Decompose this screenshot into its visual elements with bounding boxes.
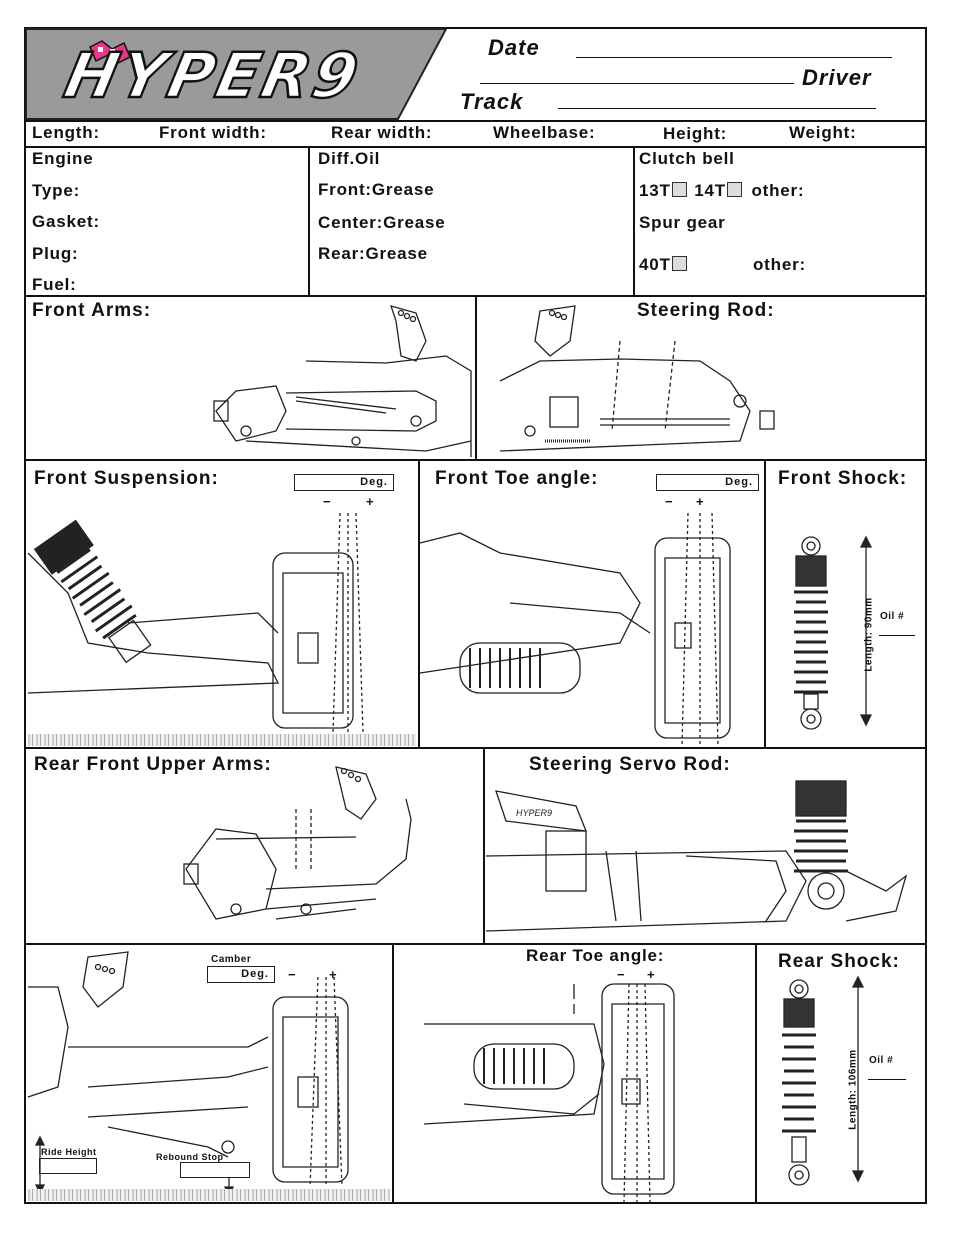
- rear-shock-length-label: Length: 106mm: [847, 1049, 859, 1130]
- rear-shock-title: Rear Shock:: [778, 951, 900, 972]
- front-arms-title: Front Arms:: [32, 300, 152, 321]
- logo-text: HYPER9: [57, 38, 368, 114]
- svg-text:HYPER9: HYPER9: [516, 808, 552, 818]
- front-shock-oil-field[interactable]: [879, 635, 915, 636]
- rear-width-label: Rear width:: [331, 123, 433, 142]
- track-field[interactable]: [558, 108, 876, 109]
- deg-label: Deg.: [725, 476, 753, 488]
- ground-strip: [28, 734, 416, 746]
- rear-shock-length-arrow: [851, 975, 865, 1183]
- rear-suspension-drawing: [27, 951, 349, 1188]
- rear-shock-oil-field[interactable]: [868, 1079, 906, 1080]
- clutch-14t-label: 14T: [694, 181, 726, 200]
- front-width-label: Front width:: [159, 123, 267, 142]
- rear-shock-oil-label: Oil #: [869, 1055, 894, 1066]
- weight-label: Weight:: [789, 123, 857, 142]
- front-toe-title: Front Toe angle:: [435, 468, 599, 489]
- rear-front-upper-arms-title: Rear Front Upper Arms:: [34, 754, 272, 775]
- date-label: Date: [488, 35, 540, 60]
- engine-plug: Plug:: [32, 244, 79, 263]
- camber-label: Camber: [211, 954, 252, 965]
- plus-icon: +: [329, 967, 338, 982]
- wheelbase-label: Wheelbase:: [493, 123, 596, 142]
- track-label: Track: [460, 89, 524, 114]
- driver-label: Driver: [802, 65, 872, 90]
- clutch-other-label: other:: [751, 181, 805, 200]
- ground-strip: [28, 1189, 390, 1201]
- minus-icon: −: [665, 494, 674, 509]
- clutch-13t-label: 13T: [639, 181, 671, 200]
- front-suspension-title: Front Suspension:: [34, 468, 219, 489]
- spur-options: 40T: [639, 255, 687, 275]
- rebound-stop-label: Rebound Stop: [156, 1152, 224, 1162]
- plus-icon: +: [647, 967, 656, 982]
- front-toe-deg-box[interactable]: Deg.: [656, 474, 759, 491]
- clutch-title: Clutch bell: [639, 149, 735, 168]
- spur-40t-checkbox[interactable]: [671, 256, 687, 271]
- plus-icon: +: [366, 494, 375, 509]
- height-label: Height:: [663, 124, 728, 143]
- steering-rod-title: Steering Rod:: [637, 300, 775, 321]
- minus-icon: −: [288, 967, 297, 982]
- spur-other-label: other:: [753, 255, 806, 274]
- length-label: Length:: [32, 123, 100, 142]
- spur-40t-label: 40T: [639, 255, 671, 274]
- engine-fuel: Fuel:: [32, 275, 77, 294]
- steering-servo-rod-title: Steering Servo Rod:: [529, 754, 731, 775]
- spur-title: Spur gear: [639, 213, 726, 232]
- minus-icon: −: [323, 494, 332, 509]
- rear-shock-drawing: [782, 979, 816, 1186]
- rear-toe-drawing: [423, 983, 675, 1203]
- rebound-stop-field[interactable]: [180, 1162, 250, 1178]
- rear-toe-title: Rear Toe angle:: [526, 946, 665, 965]
- plus-icon: +: [696, 494, 705, 509]
- front-shock-length-arrow: [859, 535, 873, 727]
- clutch-options: 13T 14T other:: [639, 181, 804, 201]
- front-suspension-deg-box[interactable]: Deg.: [294, 474, 394, 491]
- engine-gasket: Gasket:: [32, 212, 100, 231]
- diff-rear: Rear:Grease: [318, 244, 428, 263]
- rear-upper-arms-drawing: [183, 766, 412, 920]
- clutch-14t-checkbox[interactable]: [726, 182, 742, 197]
- steering-servo-drawing: HYPER9: [485, 780, 908, 932]
- front-shock-drawing: [794, 536, 828, 730]
- ride-height-label: Ride Height: [41, 1147, 97, 1157]
- date-field[interactable]: [576, 57, 892, 58]
- diff-front: Front:Grease: [318, 180, 435, 199]
- deg-label: Deg.: [241, 968, 269, 980]
- front-toe-drawing: [419, 512, 731, 746]
- diff-center: Center:Grease: [318, 213, 446, 232]
- deg-label: Deg.: [360, 476, 388, 488]
- driver-field[interactable]: [480, 83, 794, 84]
- steering-rod-drawing: [499, 305, 775, 452]
- diff-title: Diff.Oil: [318, 149, 381, 168]
- engine-title: Engine: [32, 149, 94, 168]
- front-shock-oil-label: Oil #: [880, 611, 905, 622]
- front-arms-drawing: [213, 305, 472, 457]
- ride-height-field[interactable]: [39, 1158, 97, 1174]
- setup-sheet: HYPER9 Date Driver Track Length: Front w…: [24, 27, 927, 1204]
- clutch-13t-checkbox[interactable]: [671, 182, 687, 197]
- front-suspension-drawing: [27, 512, 364, 734]
- flag-icon: [89, 40, 131, 64]
- logo-banner: [25, 28, 448, 120]
- front-shock-title: Front Shock:: [778, 468, 908, 489]
- minus-icon: −: [617, 967, 626, 982]
- engine-type: Type:: [32, 181, 81, 200]
- camber-deg-box[interactable]: Deg.: [207, 966, 275, 983]
- front-shock-length-label: Length: 90mm: [863, 597, 875, 672]
